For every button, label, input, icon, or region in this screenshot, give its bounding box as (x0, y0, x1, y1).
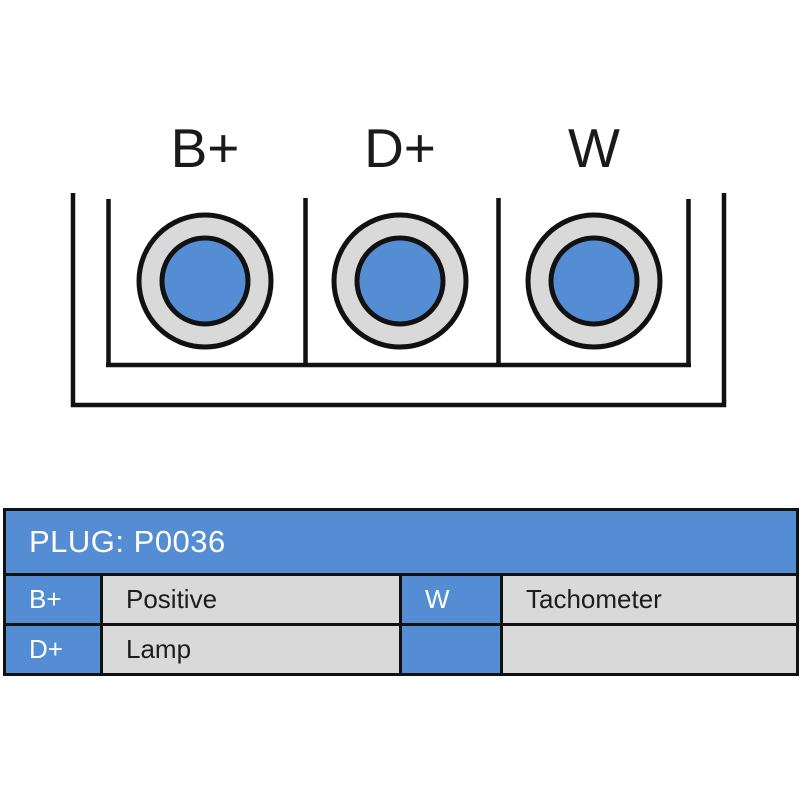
connector-outer-housing (70, 193, 727, 408)
terminal-pin-bplus (136, 212, 274, 350)
pin-core-w (548, 235, 640, 327)
pin-cell-empty (399, 623, 503, 676)
connector-cell-walls (106, 198, 691, 368)
plug-table-title: PLUG: P0036 (2, 508, 800, 576)
pin-cell-bplus: B+ (3, 573, 103, 626)
table-row: B+ Positive W Tachometer (3, 573, 800, 626)
terminal-pin-w (525, 212, 663, 350)
pin-core-dplus (354, 235, 446, 327)
function-cell-tachometer: Tachometer (499, 573, 800, 626)
terminal-pin-dplus (331, 212, 469, 350)
pin-cell-dplus: D+ (3, 623, 103, 676)
pin-core-bplus (159, 235, 251, 327)
function-cell-empty (499, 623, 800, 676)
function-cell-positive: Positive (100, 573, 402, 626)
terminal-label-bplus: B+ (171, 117, 240, 179)
terminal-label-w: W (568, 117, 620, 179)
plug-pinout-table: PLUG: P0036 B+ Positive W Tachometer D+ … (2, 508, 800, 676)
connector-diagram: B+ D+ W (70, 117, 727, 408)
pin-cell-w: W (399, 573, 503, 626)
table-row: D+ Lamp (3, 623, 800, 676)
terminal-label-dplus: D+ (364, 117, 436, 179)
function-cell-lamp: Lamp (100, 623, 402, 676)
table-header-row: PLUG: P0036 (2, 508, 800, 576)
